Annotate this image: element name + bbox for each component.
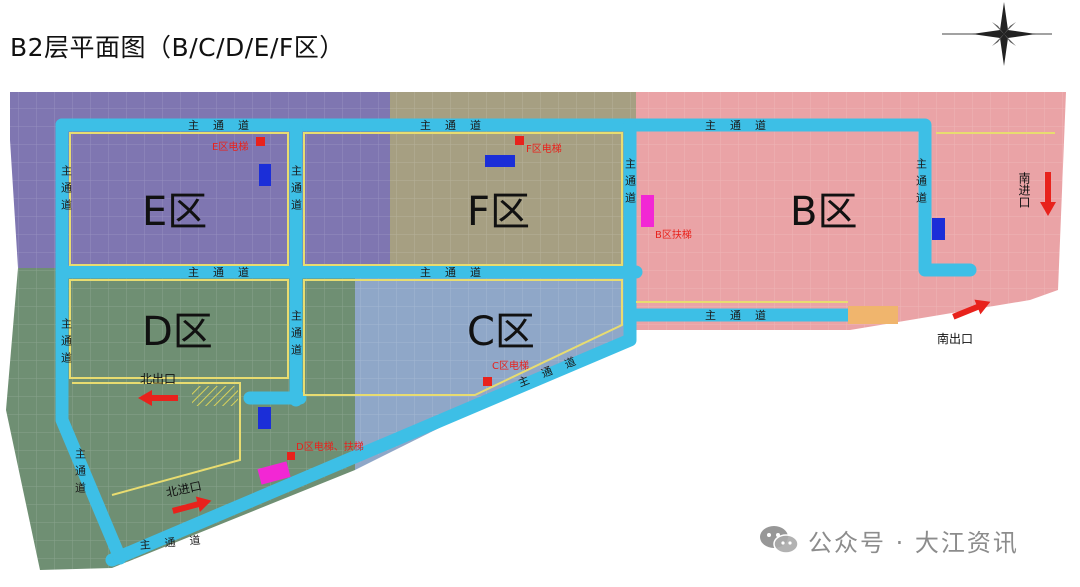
- road-label: 主通道: [705, 118, 780, 132]
- stair-f-marker: [485, 155, 515, 167]
- escalator-b-label: B区扶梯: [655, 228, 692, 241]
- road-label: 主通道: [624, 158, 637, 209]
- elevator-e-label: E区电梯: [212, 140, 248, 153]
- elevator-d-marker: [287, 452, 295, 460]
- elevator-e-marker: [256, 137, 265, 146]
- arrow-icon: [952, 299, 991, 320]
- elevator-f-marker: [515, 136, 524, 145]
- elevator-c-marker: [483, 377, 492, 386]
- road-label: 主通道: [60, 318, 73, 369]
- south-exit-label: 南出口: [937, 331, 973, 346]
- escalator-b-marker: [641, 195, 654, 227]
- road-label: 主通道: [420, 265, 495, 279]
- zone-label-b: B区: [790, 189, 857, 235]
- road-label: 主通道: [705, 308, 780, 322]
- road-label: 主通道: [420, 118, 495, 132]
- road-label: 主通道: [915, 158, 928, 209]
- north-exit-label: 北出口: [140, 372, 176, 386]
- arrow-icon: [1040, 172, 1056, 216]
- elevator-d-label: D区电梯、扶梯: [296, 440, 364, 453]
- north-entrance-label: 北进口: [165, 479, 203, 500]
- stair-d-marker: [258, 407, 271, 429]
- zone-boundaries: [69, 132, 1055, 496]
- road-label: 主通道: [74, 448, 87, 499]
- road-end-patch: [848, 306, 898, 324]
- main-road-network: [55, 118, 977, 567]
- wechat-icon: [760, 526, 799, 554]
- road-label: 主通道: [188, 265, 263, 279]
- stair-e-marker: [259, 164, 271, 186]
- road-label: 主通道: [290, 310, 303, 361]
- road-label: 主通道: [290, 165, 303, 216]
- watermark-text: 公众号 · 大江资讯: [808, 528, 1019, 557]
- zone-label-f: F区: [467, 189, 530, 235]
- watermark: 公众号 · 大江资讯: [758, 522, 1019, 558]
- stair-b-marker: [932, 218, 945, 240]
- arrow-icon: [138, 390, 178, 406]
- north-exit-hatch: [192, 386, 238, 406]
- zone-label-d: D区: [142, 309, 213, 355]
- parking-grid-overlay: [6, 92, 1066, 570]
- zone-label-e: E区: [142, 189, 207, 235]
- arrow-icon: [172, 496, 212, 514]
- elevator-f-label: F区电梯: [526, 142, 562, 155]
- compass-rose-icon: [942, 2, 1052, 66]
- elevator-c-label: C区电梯: [492, 359, 529, 372]
- page-title: B2层平面图（B/C/D/E/F区）: [10, 33, 345, 62]
- zone-label-c: C区: [467, 309, 535, 355]
- south-entrance-label: 南进口: [1017, 171, 1031, 208]
- road-label: 主通道: [139, 532, 215, 552]
- escalator-d-marker: [257, 461, 291, 485]
- road-label: 主通道: [60, 165, 73, 216]
- road-label: 主通道: [188, 118, 263, 132]
